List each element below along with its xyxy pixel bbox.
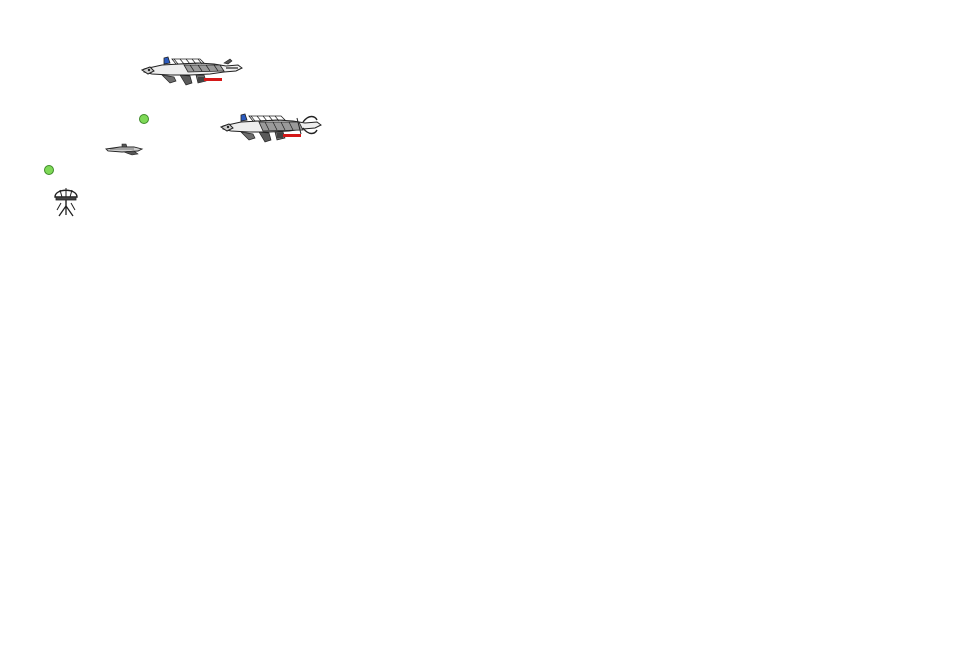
small-gunship-icon — [105, 143, 144, 156]
mech-creature-ship-icon — [219, 113, 322, 143]
green-orb-icon — [44, 165, 54, 175]
jellyfish-drone-icon — [54, 188, 78, 217]
green-orb-icon — [139, 114, 149, 124]
mech-creature-ship-icon — [140, 56, 243, 86]
